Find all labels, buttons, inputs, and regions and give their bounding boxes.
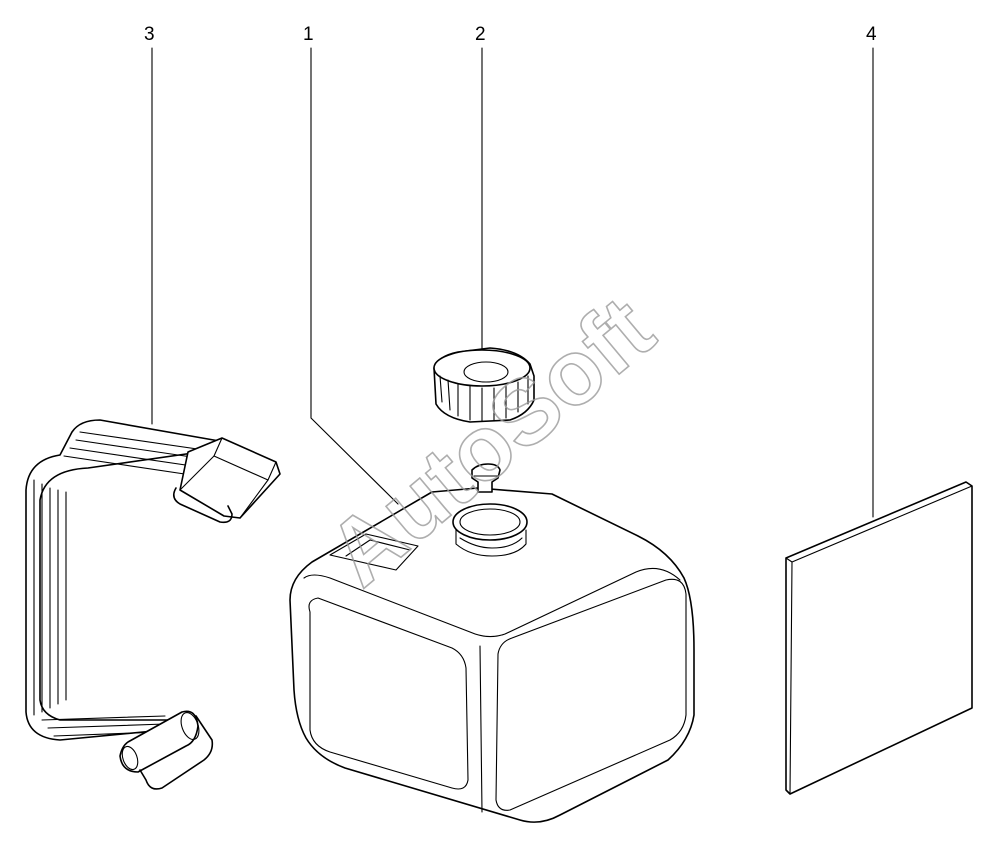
- callout-3: 3: [144, 24, 155, 45]
- mounting-strap: [25, 419, 281, 790]
- callout-4: 4: [866, 24, 877, 45]
- leader-line-1: [310, 47, 399, 505]
- leader-lines: [151, 47, 874, 518]
- callout-2: 2: [475, 24, 486, 45]
- reservoir-tank: [289, 463, 695, 823]
- reservoir-cap: [433, 347, 535, 423]
- callout-1: 1: [303, 24, 314, 45]
- flat-pad: [785, 481, 973, 795]
